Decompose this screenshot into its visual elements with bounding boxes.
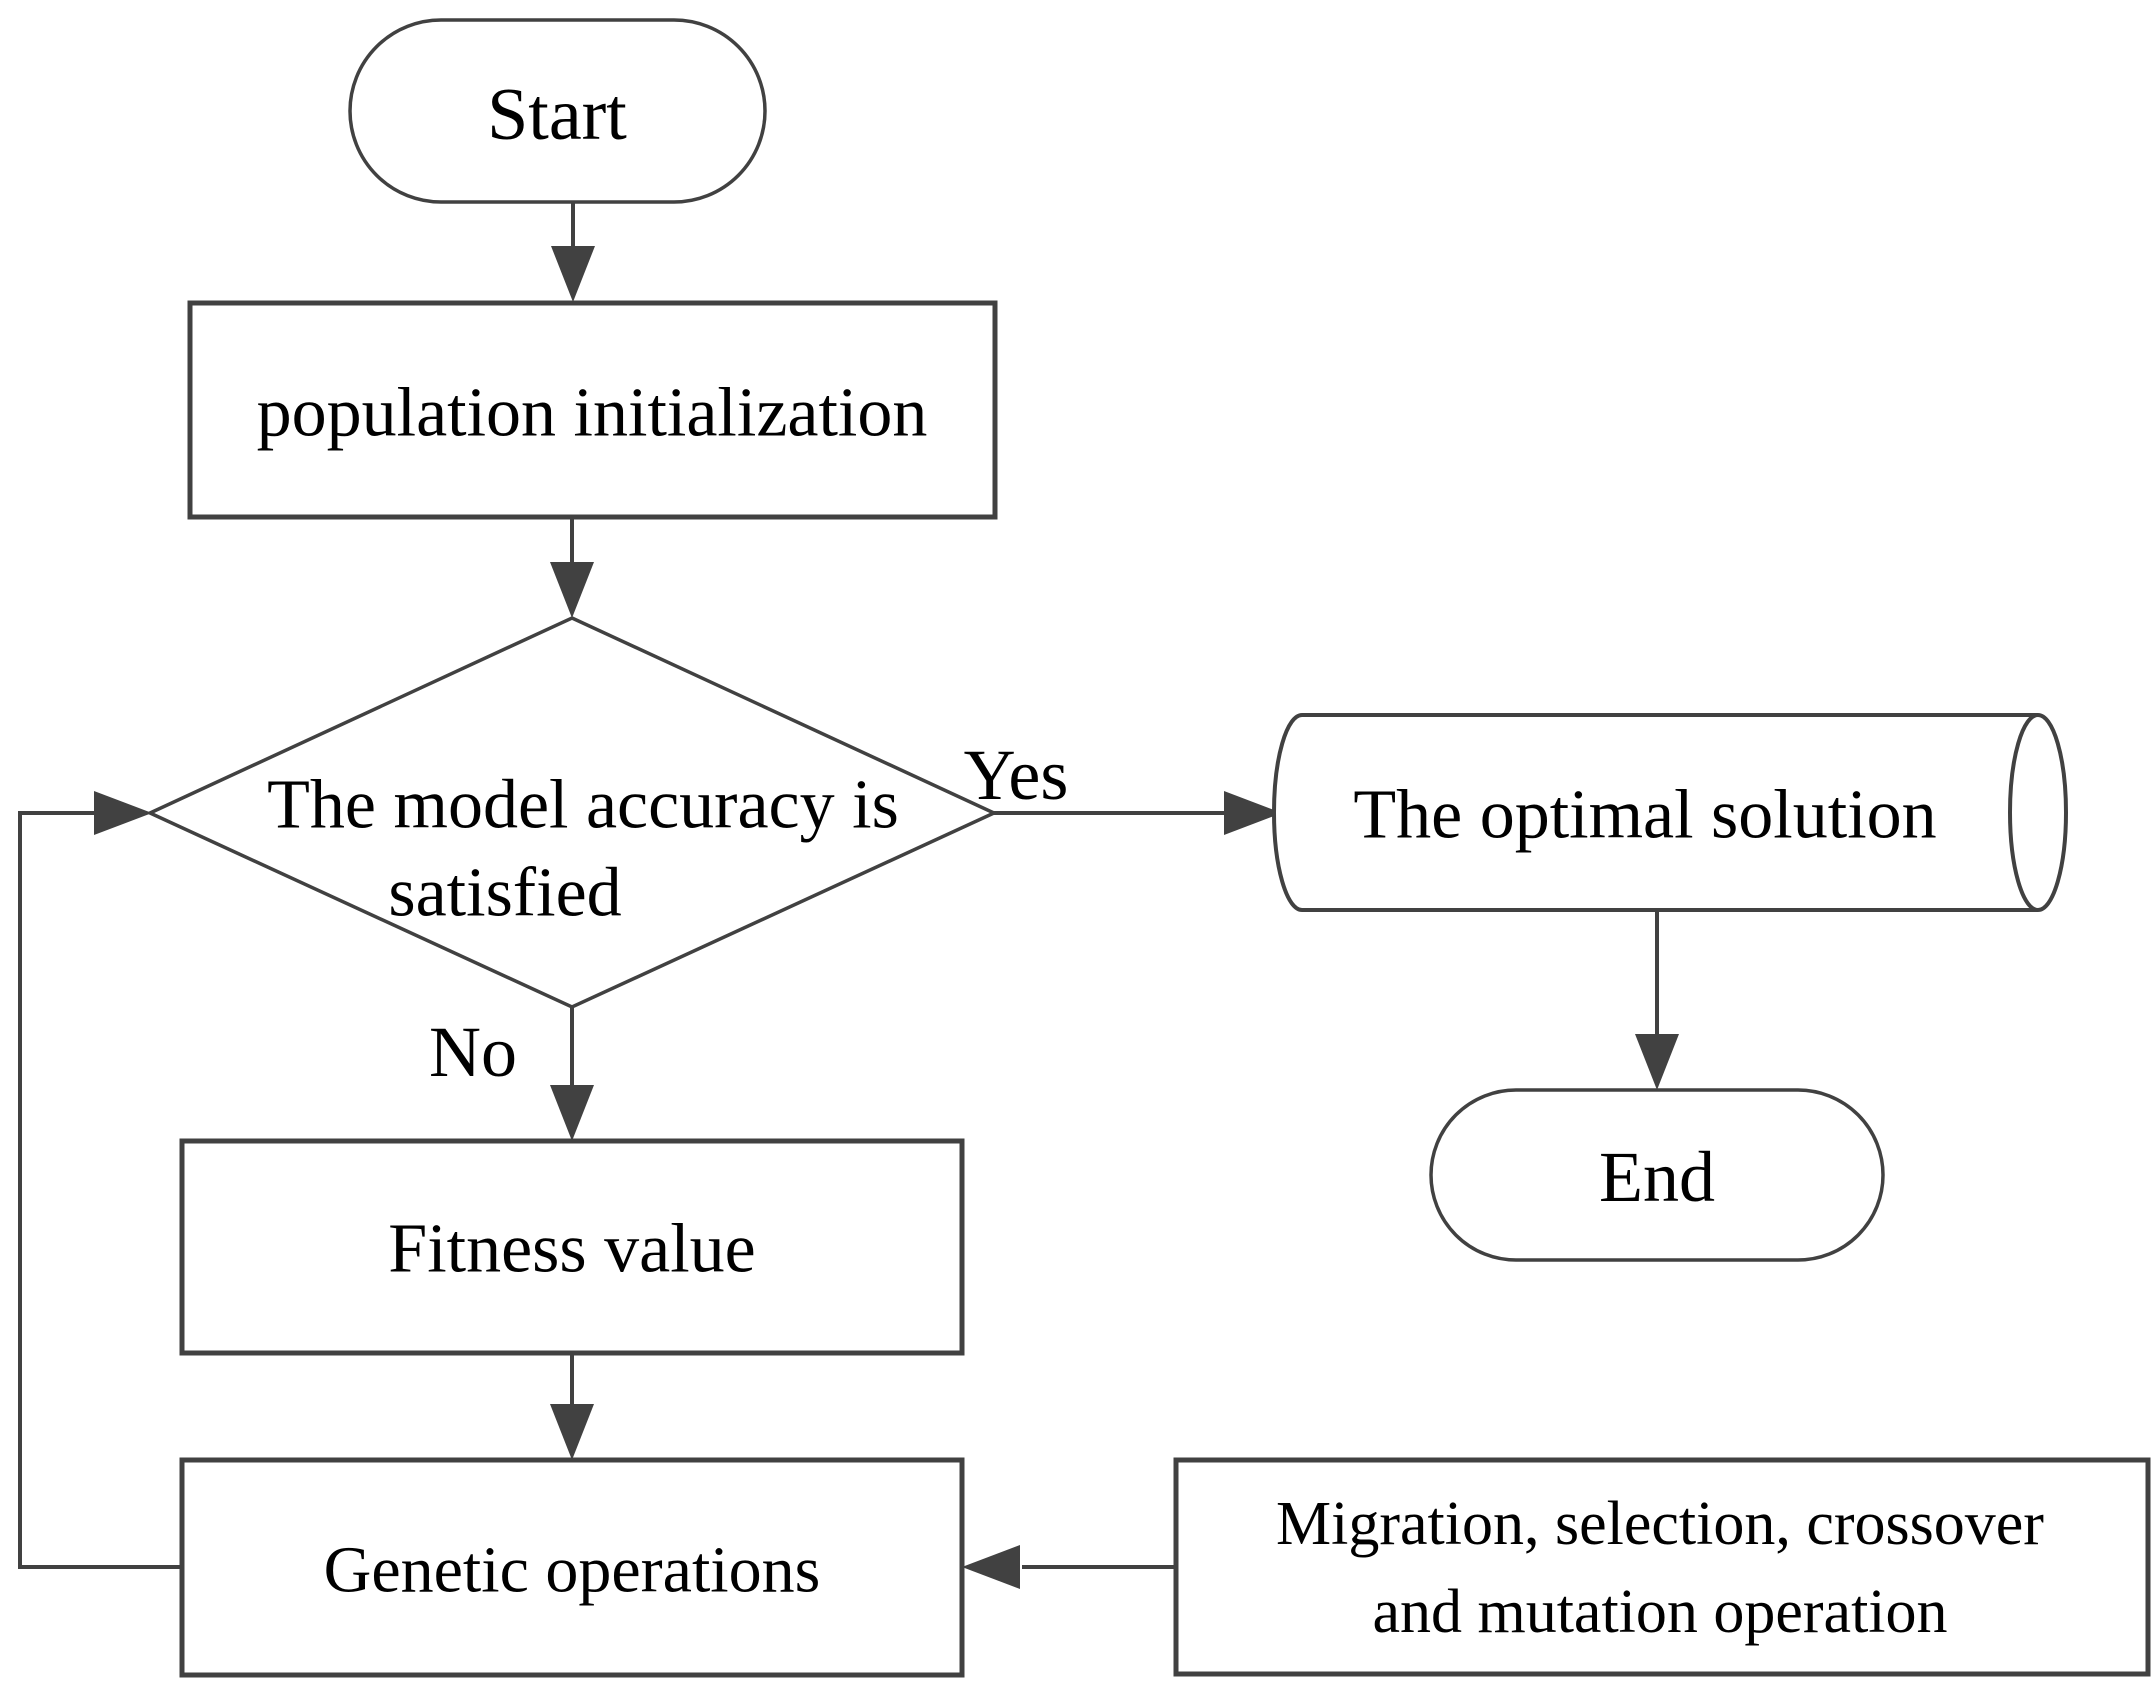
genetic-operators-label-line1: Migration, selection, crossover bbox=[1276, 1490, 2044, 1558]
arrowhead-down-icon bbox=[550, 562, 594, 618]
arrowhead-right-icon bbox=[94, 791, 152, 835]
edge-fitness-to-genetic bbox=[550, 1353, 594, 1460]
population-initialization-label: population initialization bbox=[257, 375, 928, 452]
fitness-value-node: Fitness value bbox=[179, 1138, 965, 1356]
edge-population-to-decision bbox=[550, 517, 594, 618]
edge-start-to-population bbox=[551, 202, 595, 302]
population-initialization-node: population initialization bbox=[187, 300, 998, 520]
arrowhead-down-icon bbox=[1635, 1034, 1679, 1090]
decision-node: The model accuracy is satisfied bbox=[145, 616, 999, 1009]
arrowhead-down-icon bbox=[550, 1085, 594, 1141]
decision-label-line1: The model accuracy is bbox=[267, 767, 899, 844]
edge-optimal-to-end bbox=[1635, 910, 1679, 1090]
arrowhead-down-icon bbox=[551, 246, 595, 302]
genetic-operators-label-line2: and mutation operation bbox=[1372, 1578, 1947, 1646]
edge-decision-no-to-fitness bbox=[550, 1007, 594, 1141]
edge-genetic-loop-to-decision bbox=[18, 791, 182, 1569]
end-label: End bbox=[1599, 1137, 1715, 1217]
optimal-solution-node: The optimal solution bbox=[1272, 713, 2068, 912]
genetic-operations-node: Genetic operations bbox=[179, 1457, 965, 1678]
arrowhead-left-icon bbox=[962, 1545, 1020, 1589]
end-node: End bbox=[1429, 1088, 1885, 1262]
genetic-operators-node: Migration, selection, crossover and muta… bbox=[1173, 1457, 2151, 1677]
edge-decision-yes-to-optimal bbox=[994, 791, 1282, 835]
decision-label-line2: satisfied bbox=[388, 855, 621, 932]
yes-edge-label: Yes bbox=[964, 735, 1069, 815]
edge-operators-to-genetic bbox=[962, 1545, 1176, 1589]
no-edge-label: No bbox=[429, 1012, 517, 1092]
start-node: Start bbox=[348, 18, 767, 204]
arrowhead-down-icon bbox=[550, 1404, 594, 1460]
arrowhead-right-icon bbox=[1224, 791, 1282, 835]
genetic-operations-label: Genetic operations bbox=[324, 1534, 821, 1607]
fitness-value-label: Fitness value bbox=[388, 1211, 755, 1288]
optimal-solution-label: The optimal solution bbox=[1353, 777, 1936, 854]
start-label: Start bbox=[487, 74, 627, 156]
